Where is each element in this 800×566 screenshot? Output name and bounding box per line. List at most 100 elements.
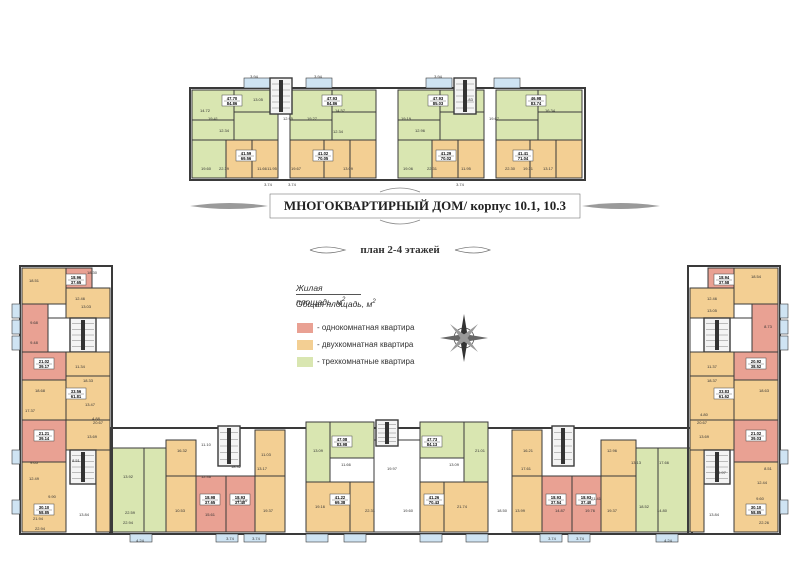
top-room-label: 19.67 bbox=[489, 116, 500, 121]
title-frame bbox=[269, 193, 581, 219]
bedroom bbox=[331, 111, 377, 141]
apartment-total-area: 58.85 bbox=[39, 510, 50, 515]
apartment-living-area: 46.98 bbox=[531, 96, 542, 101]
bottom-room-label: 10.53 bbox=[175, 508, 186, 513]
bottom-room-label: 13.92 bbox=[123, 474, 134, 479]
apartment-total-area: 69.56 bbox=[241, 156, 252, 161]
bedroom bbox=[233, 111, 279, 141]
apartment-total-area: 61.62 bbox=[719, 394, 730, 399]
apartment-tag-box bbox=[421, 435, 443, 448]
elevator-shaft bbox=[715, 452, 719, 482]
apartment-tag-box bbox=[512, 149, 534, 162]
left-stairwell-top bbox=[69, 317, 97, 353]
apartment-total-area: 69.38 bbox=[335, 500, 346, 505]
left-wing-room-label: 9.68 bbox=[30, 320, 39, 325]
bottom-room-label: 22.94 bbox=[123, 520, 134, 525]
top-room-label: 19.60 bbox=[201, 166, 212, 171]
corridor bbox=[373, 439, 421, 533]
apartment-living-area: 41.59 bbox=[241, 151, 252, 156]
bottom-room-label: 13.09 bbox=[449, 462, 460, 467]
apartment-total-area: 84.86 bbox=[227, 101, 238, 106]
bottom-room-label: 13.17 bbox=[257, 466, 268, 471]
apartment-living-area: 47.70 bbox=[227, 96, 238, 101]
room bbox=[111, 447, 145, 533]
room bbox=[733, 461, 779, 533]
bottom-stairwell-left bbox=[217, 425, 241, 467]
bottom-room-label: 18.52 bbox=[639, 504, 650, 509]
room bbox=[21, 379, 67, 421]
bottom-room-label: 19.76 bbox=[585, 508, 596, 513]
bottom-room-label: 14.87 bbox=[555, 508, 566, 513]
left-wing-room-label: 21.94 bbox=[33, 516, 44, 521]
left-stairwell-bottom bbox=[69, 449, 97, 485]
balcony bbox=[779, 499, 789, 515]
bottom-room-label: 21.74 bbox=[457, 504, 468, 509]
bottom-room-label: 15.61 bbox=[205, 512, 216, 517]
kitchen bbox=[495, 119, 539, 141]
living-area-legend: Жилая площадь, м2 bbox=[296, 282, 361, 307]
apartment-total-area: 83.74 bbox=[531, 101, 542, 106]
bottom-room-label: 3.74 bbox=[576, 536, 585, 541]
balcony bbox=[779, 319, 789, 335]
apartment-total-area: 37.54 bbox=[551, 500, 562, 505]
left-wing-room-label: 17.37 bbox=[25, 408, 36, 413]
apartment-tag-box bbox=[713, 387, 735, 400]
area-legend: Жилая площадь, м2 Общая площадь, м2 bbox=[296, 282, 476, 309]
bottom-stairwell-right bbox=[551, 425, 575, 467]
top-stairwell-right bbox=[453, 77, 477, 115]
right-wing-room-label: 9.97 bbox=[718, 470, 727, 475]
apartment-living-area: 47.73 bbox=[427, 437, 438, 442]
bottom-room-label: 4.24 bbox=[136, 538, 145, 543]
elevator-shaft bbox=[385, 422, 389, 444]
bottom-room-label: 19.37 bbox=[607, 508, 618, 513]
living-room bbox=[323, 139, 351, 179]
apartment-living-area: 20.92 bbox=[751, 359, 762, 364]
room bbox=[349, 481, 375, 533]
top-room-label: 3.94 bbox=[314, 74, 323, 79]
apartment-tag-box bbox=[427, 94, 449, 107]
balcony bbox=[779, 303, 789, 319]
room bbox=[254, 475, 286, 533]
apartment-tag-box bbox=[312, 149, 334, 162]
apartment-living-area: 41.41 bbox=[518, 151, 529, 156]
apartment-tag-box bbox=[575, 493, 597, 506]
one-room-swatch bbox=[297, 322, 313, 333]
bottom-room-label: 18.32 bbox=[231, 464, 242, 469]
apartment-tag-box bbox=[329, 493, 351, 506]
bottom-room-label: 12.96 bbox=[607, 448, 618, 453]
bottom-room-label: 16.32 bbox=[177, 448, 188, 453]
left-wing-room-label: 13.69 bbox=[87, 434, 98, 439]
room bbox=[21, 267, 67, 305]
apartment-tag-box bbox=[321, 94, 343, 107]
apartment-total-area: 71.04 bbox=[518, 156, 529, 161]
top-room-label: 3.94 bbox=[250, 74, 259, 79]
room bbox=[511, 429, 543, 477]
apartment-living-area: 41.26 bbox=[429, 495, 440, 500]
bottom-room-label: 21.14 bbox=[237, 498, 248, 503]
bottom-room-label: 19.60 bbox=[403, 508, 414, 513]
apartment-living-area: 47.93 bbox=[327, 96, 338, 101]
title-crest-bottom bbox=[379, 219, 421, 225]
top-room-label: 11.83 bbox=[463, 97, 473, 102]
room bbox=[733, 379, 779, 421]
left-wing-room-label: 18.30 bbox=[87, 270, 98, 275]
room bbox=[65, 287, 111, 319]
left-wing-room-label: 22.94 bbox=[35, 526, 46, 531]
apartment-tag-box bbox=[525, 94, 547, 107]
top-room-label: 3.74 bbox=[456, 182, 465, 187]
bottom-room-label: 4.24 bbox=[664, 538, 673, 543]
left-wing-room-label: 20.67 bbox=[93, 420, 104, 425]
room bbox=[305, 481, 351, 533]
apartment-tag-box bbox=[713, 273, 735, 286]
apartment-tag-box bbox=[221, 94, 243, 107]
